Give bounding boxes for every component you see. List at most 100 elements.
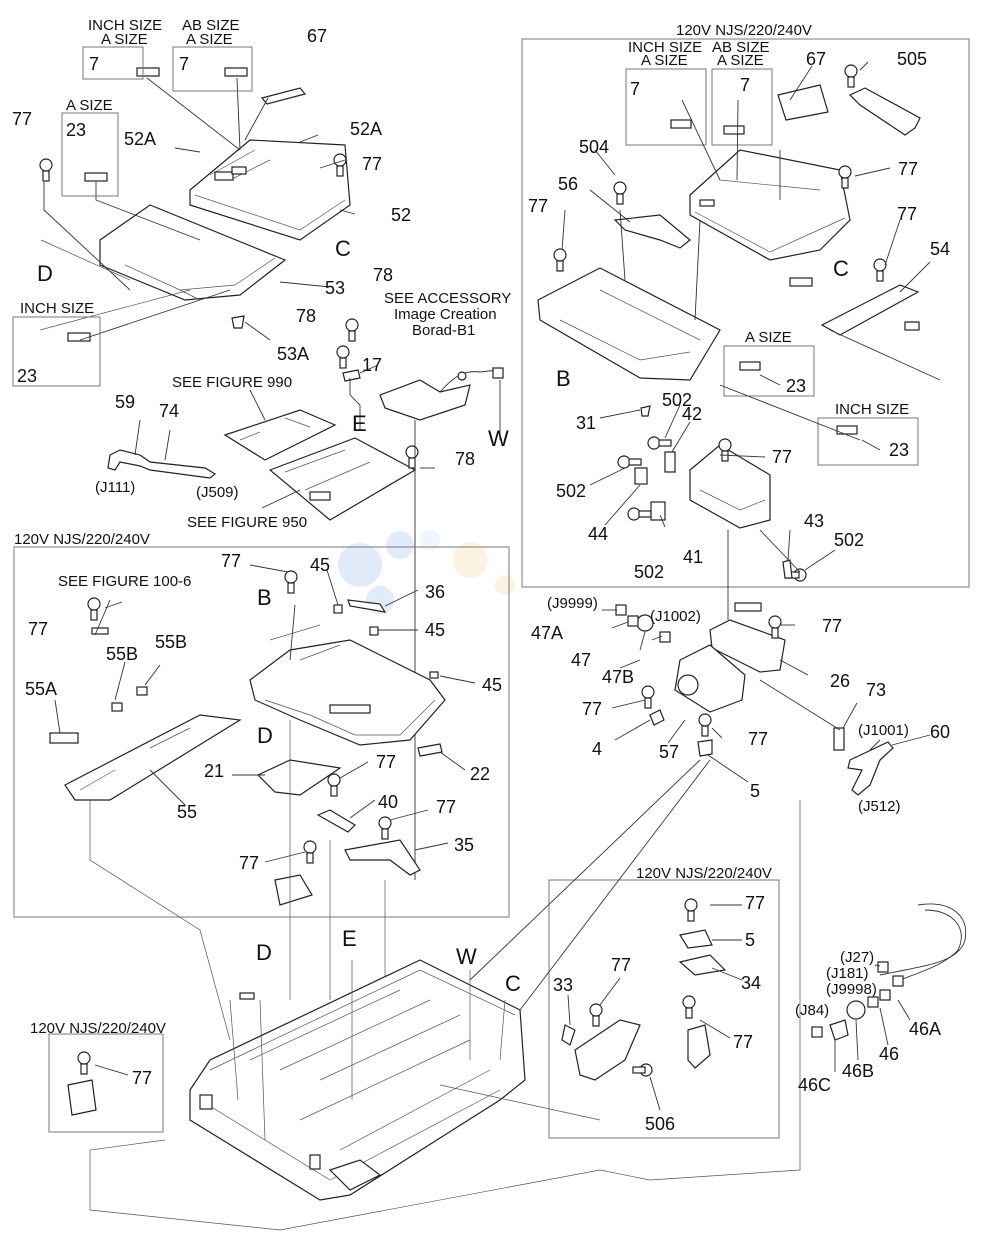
callout-77: 77 — [897, 204, 918, 224]
callout-47a: 47A — [531, 623, 564, 643]
a-size-label: A SIZE — [101, 31, 148, 48]
callout-47: 47 — [571, 650, 592, 670]
callout-44: 44 — [588, 524, 609, 544]
watermark — [338, 530, 515, 614]
callout-45: 45 — [310, 555, 331, 575]
callout-c: C — [833, 256, 849, 281]
callout-7: 7 — [89, 54, 100, 74]
connector-j181: (J181) — [826, 965, 869, 982]
callout-77: 77 — [772, 447, 793, 467]
callout-46a: 46A — [909, 1019, 942, 1039]
callout-77: 77 — [745, 893, 766, 913]
callout-40: 40 — [378, 792, 399, 812]
connector-j27: (J27) — [840, 949, 875, 966]
callout-77: 77 — [132, 1068, 153, 1088]
callout-77: 77 — [376, 752, 397, 772]
callout-55: 55 — [177, 802, 198, 822]
callout-5: 5 — [745, 930, 756, 950]
a-size-label: A SIZE — [186, 31, 233, 48]
callout-w: W — [488, 426, 509, 451]
see-accessory-ref: SEE ACCESSORY — [384, 290, 512, 307]
ab-size-label: AB SIZE — [182, 17, 240, 34]
callout-77: 77 — [239, 853, 260, 873]
connector-j84: (J84) — [795, 1002, 830, 1019]
callout-d: D — [256, 940, 272, 965]
callout-502: 502 — [556, 481, 587, 501]
callout-47b: 47B — [602, 667, 635, 687]
a-size-label: A SIZE — [641, 52, 688, 69]
callout-77: 77 — [436, 797, 457, 817]
see-figure-100-6: SEE FIGURE 100-6 — [58, 573, 192, 590]
connector-j1001: (J1001) — [858, 722, 909, 739]
callout-77: 77 — [362, 154, 383, 174]
callout-55b: 55B — [155, 632, 188, 652]
callout-502: 502 — [834, 530, 865, 550]
connector-j509: (J509) — [196, 484, 239, 501]
connector-j1002: (J1002) — [650, 608, 701, 625]
callout-d: D — [257, 723, 273, 748]
see-figure-990: SEE FIGURE 990 — [172, 374, 293, 391]
callout-78: 78 — [373, 265, 394, 285]
callout-54: 54 — [930, 239, 951, 259]
callout-23: 23 — [17, 366, 38, 386]
callout-c: C — [335, 236, 351, 261]
top-right-assembly — [537, 61, 941, 620]
callout-7: 7 — [630, 79, 641, 99]
callout-45: 45 — [425, 620, 446, 640]
callout-22: 22 — [470, 764, 491, 784]
callout-56: 56 — [558, 174, 579, 194]
callout-53: 53 — [325, 278, 346, 298]
callout-77: 77 — [822, 616, 843, 636]
callout-23: 23 — [786, 376, 807, 396]
callout-78: 78 — [455, 449, 476, 469]
callout-77: 77 — [12, 109, 33, 129]
mid-right-assembly — [469, 602, 931, 1011]
callout-52: 52 — [391, 205, 412, 225]
connector-j9999: (J9999) — [547, 595, 598, 612]
callout-31: 31 — [576, 413, 597, 433]
callout-78: 78 — [296, 306, 317, 326]
callout-46: 46 — [879, 1044, 900, 1064]
bottom-left-assembly — [67, 1051, 129, 1116]
callout-c: C — [505, 971, 521, 996]
callout-41: 41 — [683, 547, 704, 567]
base-frame-assembly — [89, 800, 801, 1231]
callout-d: D — [37, 261, 53, 286]
callout-46c: 46C — [798, 1075, 832, 1095]
a-size-label: A SIZE — [745, 329, 792, 346]
callout-34: 34 — [741, 973, 762, 993]
connector-j111: (J111) — [95, 479, 136, 496]
callout-60: 60 — [930, 722, 951, 742]
callout-55a: 55A — [25, 679, 58, 699]
connector-j512: (J512) — [858, 798, 901, 815]
callout-5: 5 — [750, 781, 761, 801]
callout-b: B — [556, 366, 571, 391]
callout-w: W — [456, 944, 477, 969]
callout-67: 67 — [307, 26, 328, 46]
callout-55b: 55B — [106, 644, 139, 664]
a-size-label: A SIZE — [717, 52, 764, 69]
inch-size-label: INCH SIZE — [88, 17, 163, 34]
callout-73: 73 — [866, 680, 887, 700]
callout-7: 7 — [179, 54, 190, 74]
inch-size-label: INCH SIZE — [628, 39, 703, 56]
mid-left-assembly — [49, 564, 476, 1041]
section-title: 120V NJS/220/240V — [14, 531, 150, 548]
callout-52a: 52A — [350, 119, 383, 139]
callout-e: E — [352, 411, 367, 436]
top-left-assembly — [39, 67, 504, 880]
callout-45: 45 — [482, 675, 503, 695]
a-size-label: A SIZE — [66, 97, 113, 114]
section-title: 120V NJS/220/240V — [676, 22, 812, 39]
callout-53a: 53A — [277, 344, 310, 364]
callout-43: 43 — [804, 511, 825, 531]
callout-36: 36 — [425, 582, 446, 602]
callout-67: 67 — [806, 49, 827, 69]
callout-77: 77 — [582, 699, 603, 719]
callout-77: 77 — [611, 955, 632, 975]
section-title: 120V NJS/220/240V — [636, 865, 772, 882]
callout-17: 17 — [362, 355, 383, 375]
callout-7: 7 — [740, 75, 751, 95]
callout-23: 23 — [66, 120, 87, 140]
